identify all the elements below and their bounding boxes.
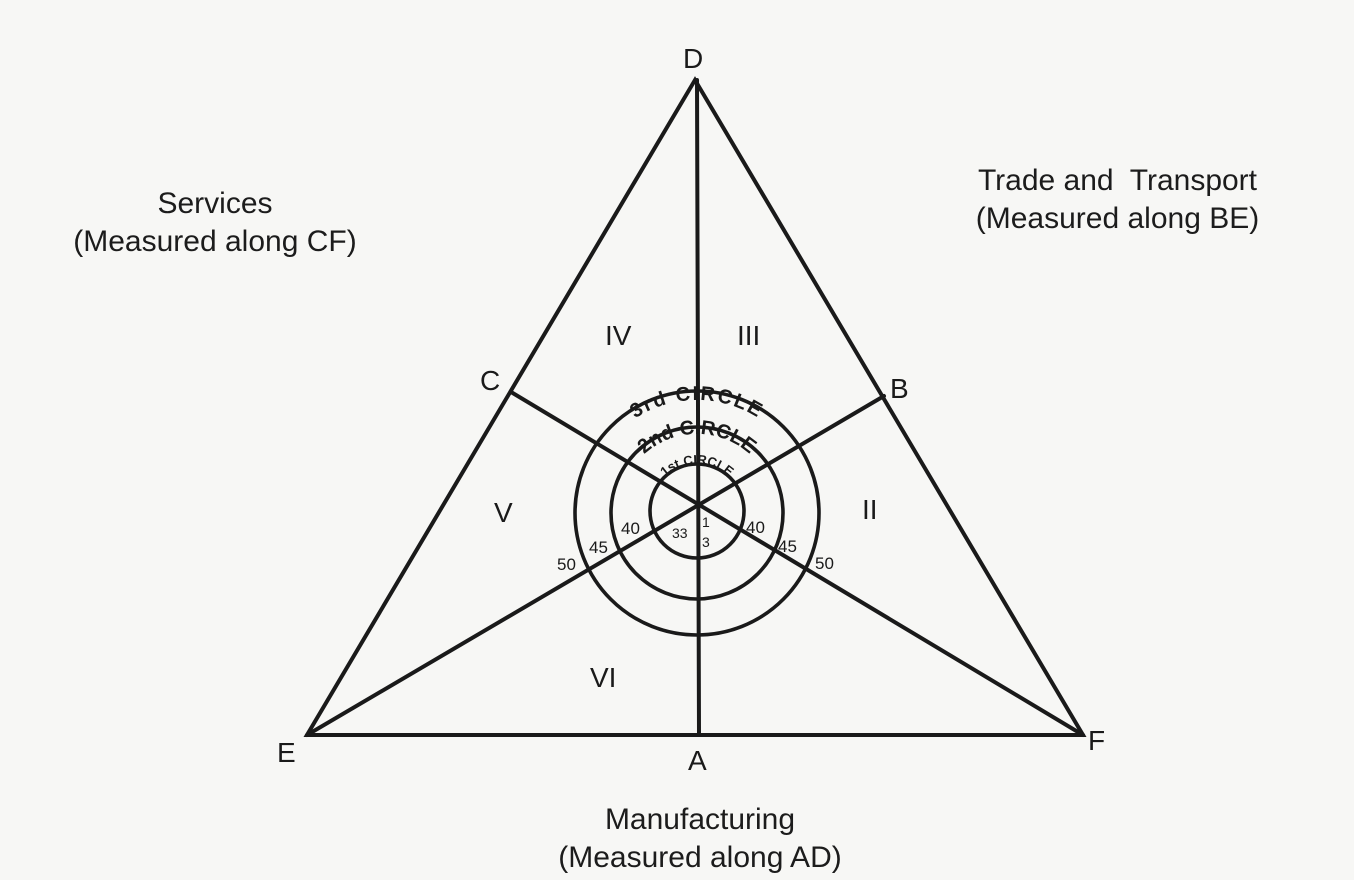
median-AD	[695, 78, 701, 737]
third-circle	[573, 389, 821, 637]
center-value-1: 1	[702, 514, 710, 530]
center-value-33: 33	[672, 525, 688, 541]
services-subtitle: (Measured along CF)	[73, 225, 357, 258]
second-circle	[609, 425, 785, 601]
outer-triangle	[303, 76, 1087, 737]
center-value-3: 3	[702, 534, 710, 550]
left-value-40: 40	[621, 519, 640, 538]
region-II: II	[862, 494, 878, 525]
vertex-E: E	[277, 737, 296, 768]
first-circle	[648, 462, 746, 560]
region-III: III	[737, 320, 760, 351]
region-IV: IV	[605, 320, 632, 351]
manufacturing-title: Manufacturing	[604, 803, 796, 836]
vertex-D: D	[683, 43, 703, 74]
trade-transport-caption: Trade and Transport (Measured along BE)	[930, 162, 1305, 238]
median-CF	[509, 390, 1085, 737]
left-value-45: 45	[589, 538, 608, 557]
manufacturing-caption: Manufacturing (Measured along AD)	[480, 801, 920, 877]
median-BE	[305, 394, 886, 737]
vertex-C: C	[480, 365, 500, 396]
vertex-B: B	[890, 373, 909, 404]
region-VI: VI	[590, 662, 616, 693]
right-value-50: 50	[815, 554, 834, 573]
trade-transport-title: Trade and Transport	[977, 164, 1258, 197]
left-value-50: 50	[557, 555, 576, 574]
services-caption: Services (Measured along CF)	[30, 185, 400, 261]
right-value-40: 40	[746, 518, 765, 537]
manufacturing-subtitle: (Measured along AD)	[558, 841, 842, 874]
right-value-45: 45	[778, 537, 797, 556]
services-title: Services	[157, 187, 273, 220]
region-V: V	[494, 497, 513, 528]
vertex-A: A	[688, 745, 707, 776]
trade-transport-subtitle: (Measured along BE)	[975, 202, 1260, 235]
vertex-F: F	[1088, 725, 1105, 756]
